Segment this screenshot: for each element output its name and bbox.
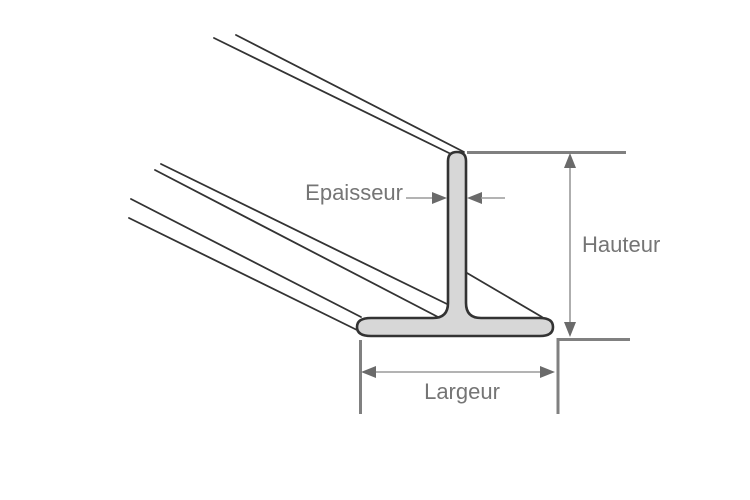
web-fillet-upper-edge-line (160, 163, 448, 305)
arrow-left-icon (361, 366, 376, 378)
height-label: Hauteur (582, 232, 660, 257)
flange-left-bottom-edge-line (128, 217, 358, 331)
thickness-dimension: Epaisseur (305, 180, 505, 205)
arrow-up-icon (564, 153, 576, 168)
height-dimension: Hauteur (467, 151, 660, 414)
arrow-left-icon (467, 192, 482, 204)
width-label: Largeur (424, 379, 500, 404)
width-dimension: Largeur (359, 340, 555, 414)
arrow-down-icon (564, 322, 576, 337)
web-top-right-edge-line (235, 34, 465, 153)
arrow-right-icon (540, 366, 555, 378)
arrow-right-icon (432, 192, 447, 204)
web-fillet-lower-edge-line (154, 169, 439, 318)
flange-right-top-edge-line (466, 272, 543, 318)
flange-left-top-edge-line (130, 198, 362, 318)
extrusion-edge-lines (128, 34, 543, 331)
height-bottom-extension-corner (556, 338, 630, 414)
web-top-left-edge-line (213, 37, 452, 155)
t-profile-front-face (355, 150, 555, 338)
thickness-label: Epaisseur (305, 180, 403, 205)
